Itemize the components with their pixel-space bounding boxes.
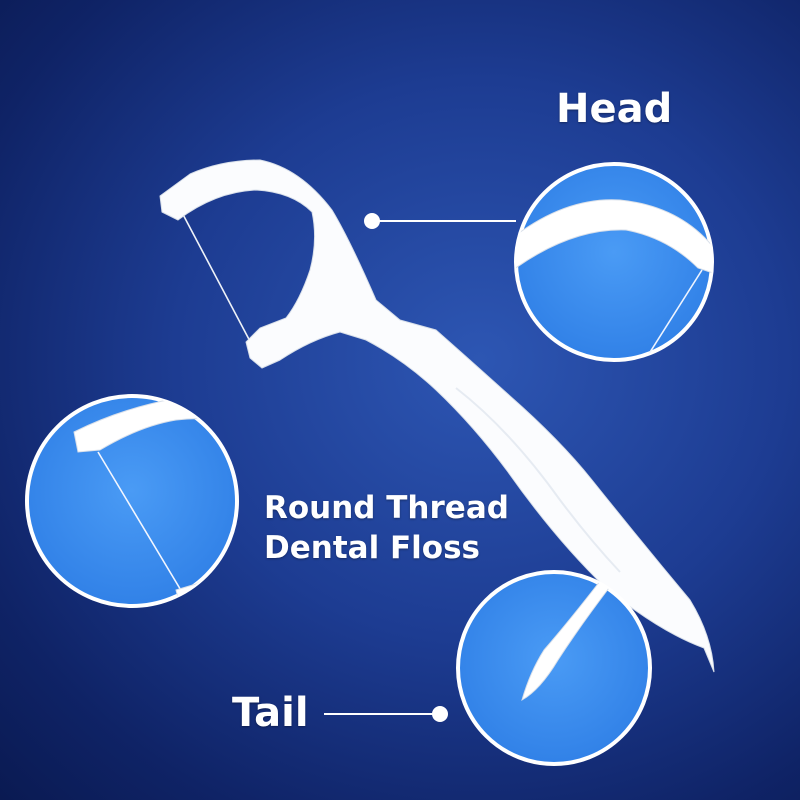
- tail-detail-circle: [456, 570, 652, 766]
- thread-detail-circle: [25, 394, 239, 608]
- head-leader: [364, 213, 516, 229]
- round-thread-label: Round Thread Dental Floss: [264, 488, 509, 568]
- head-detail-circle: [514, 162, 714, 362]
- tail-leader: [324, 706, 448, 722]
- tail-label: Tail: [232, 690, 309, 736]
- round-thread-line1: Round Thread: [264, 490, 509, 526]
- round-thread-line2: Dental Floss: [264, 530, 480, 566]
- head-label: Head: [556, 86, 673, 132]
- floss-thread: [177, 204, 253, 346]
